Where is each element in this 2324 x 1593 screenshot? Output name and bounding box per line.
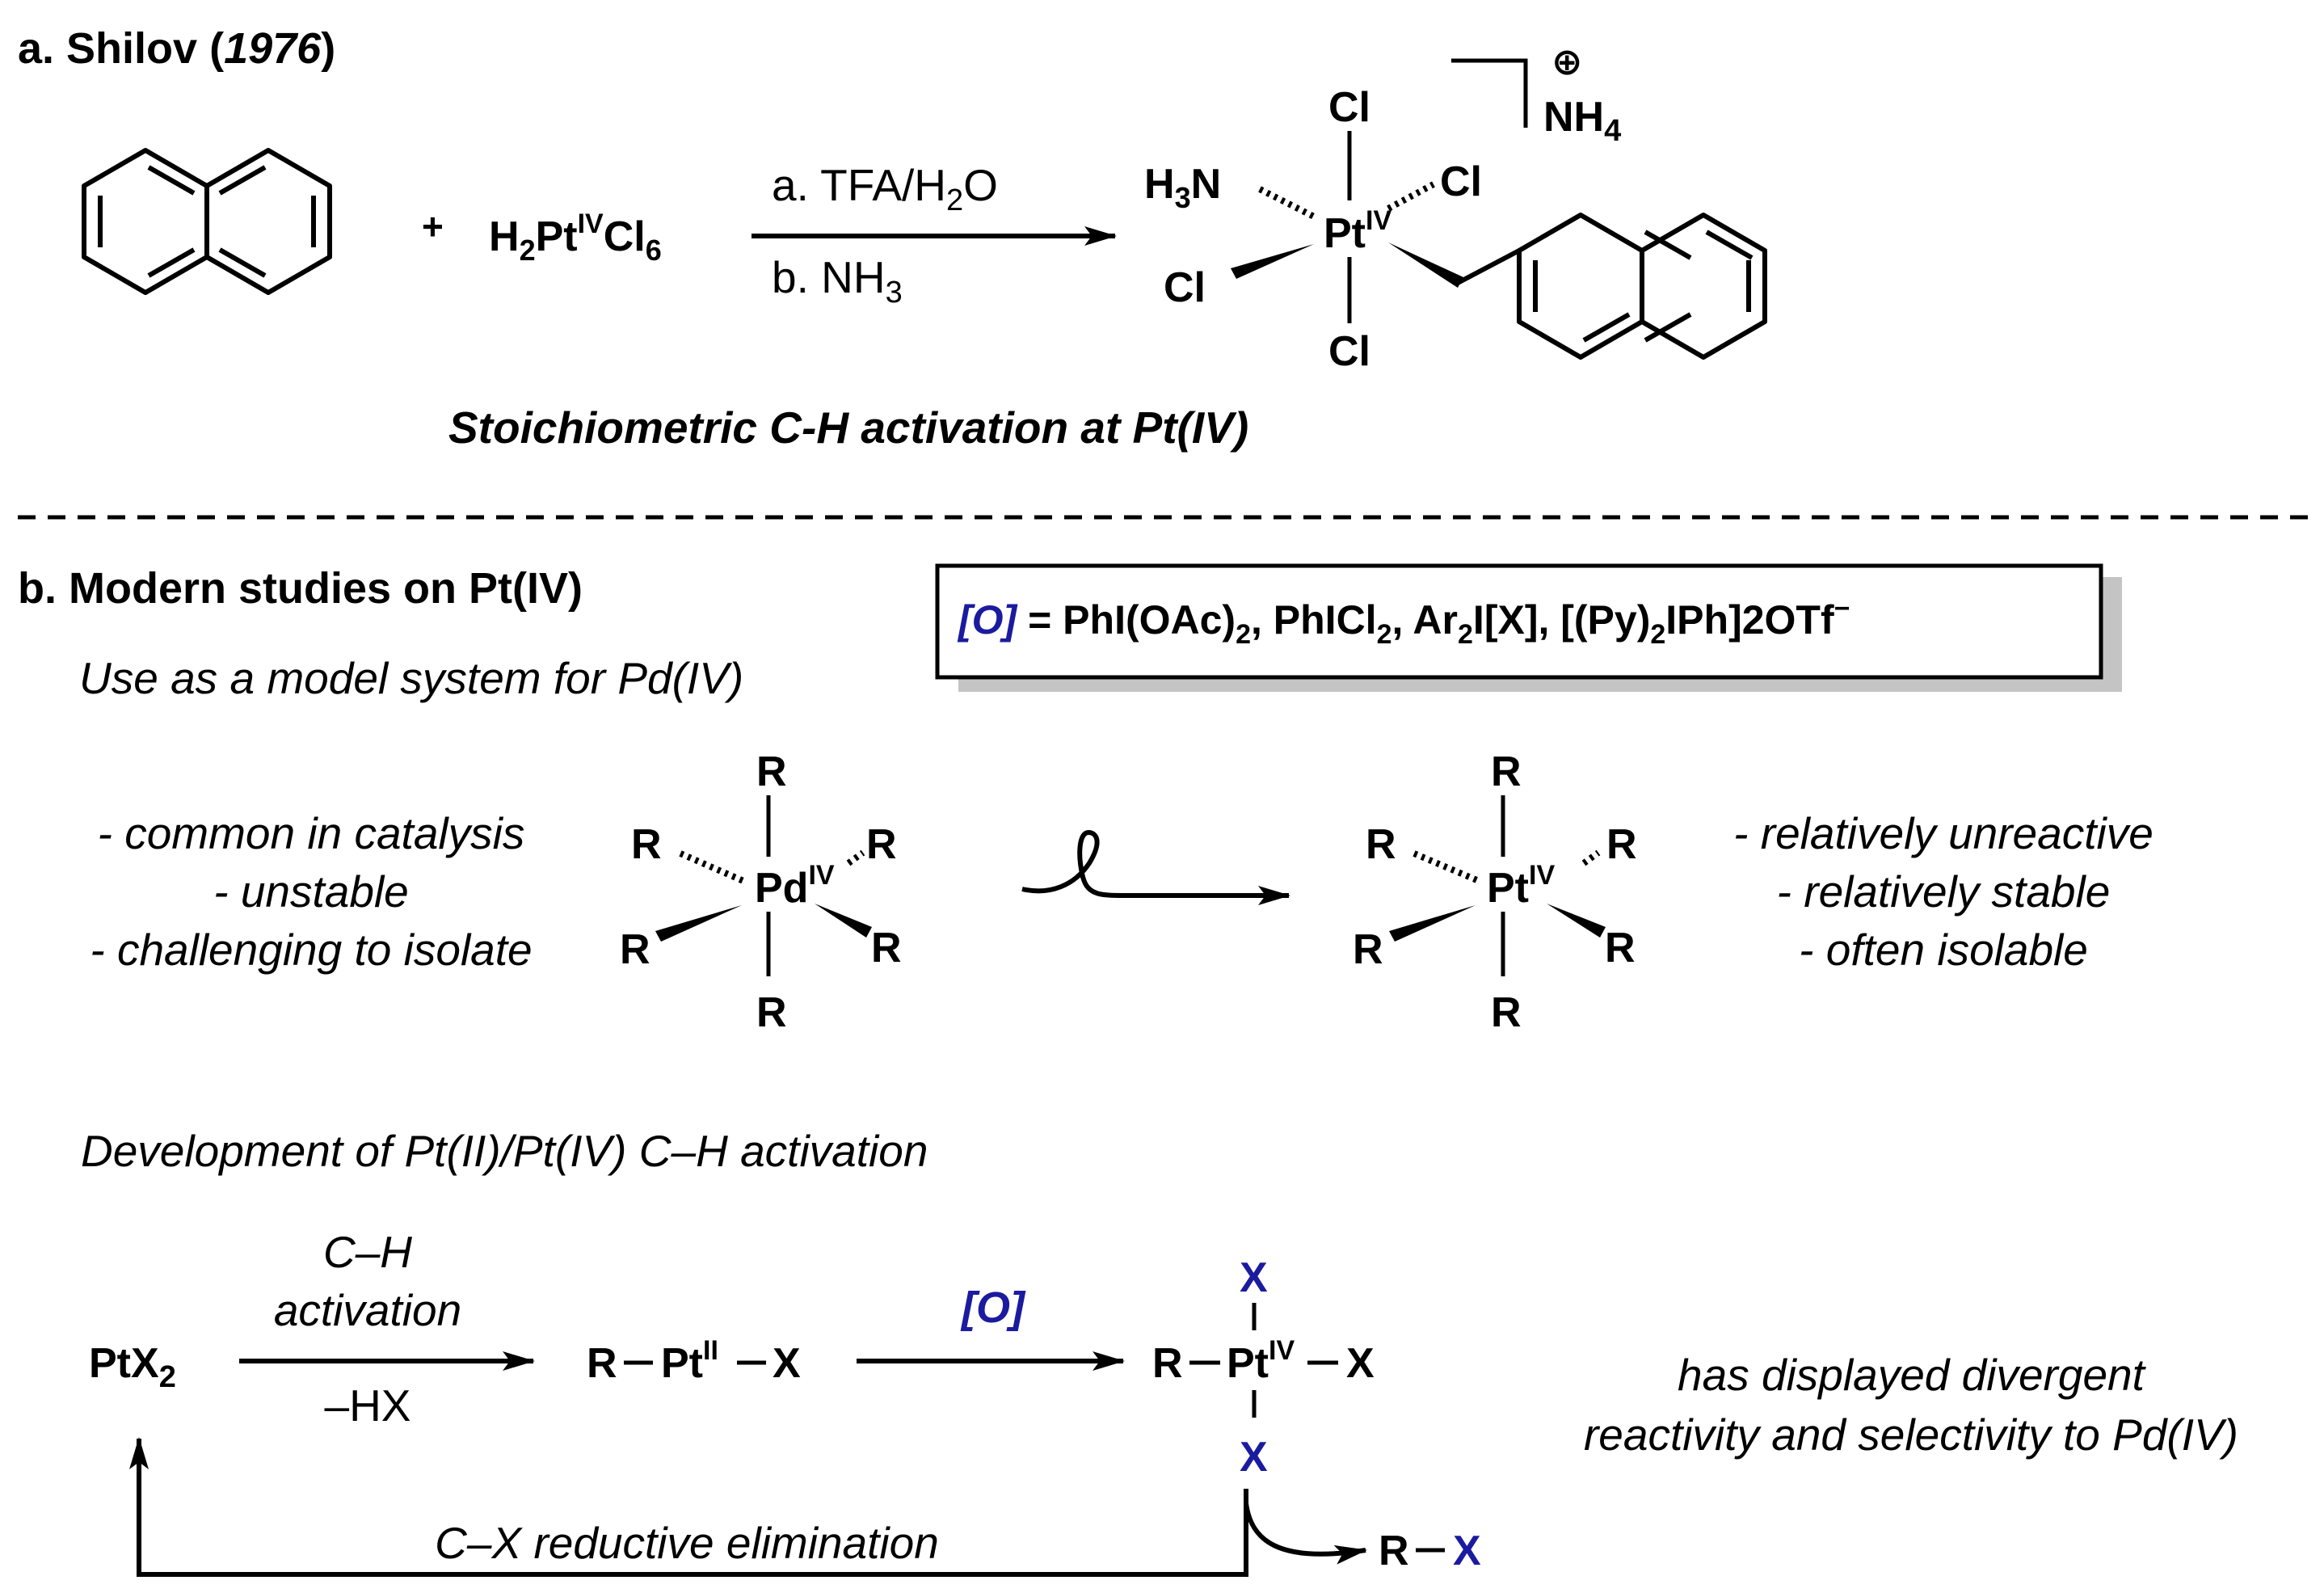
pd-center: PdIV — [755, 860, 835, 912]
pd-note-2: - unstable — [213, 866, 409, 917]
cl-ligand-left: Cl — [1164, 264, 1206, 311]
pt-ligand-upper-right: R — [1606, 821, 1637, 868]
section-b-title: b. Modern studies on Pt(IV) — [18, 564, 583, 613]
development-subtitle: Development of Pt(II)/Pt(IV) C–H activat… — [81, 1126, 928, 1176]
naphthalene-structure — [82, 148, 332, 295]
pt2-r-group: R — [587, 1340, 617, 1387]
model-system-subtitle: Use as a model system for Pd(IV) — [79, 653, 743, 703]
pd-ligand-top: R — [756, 748, 787, 795]
pd-note-3: - challenging to isolate — [90, 925, 532, 975]
reductive-elimination-path — [129, 1437, 1248, 1577]
pd-note-1: - common in catalysis — [98, 808, 525, 858]
complex-bracket — [1451, 58, 1528, 128]
pt-ii-intermediate: R PtII X — [587, 1335, 801, 1387]
pd-ligand-lower-right: R — [871, 925, 902, 971]
section-b: b. Modern studies on Pt(IV) [O] = PhI(OA… — [18, 563, 2238, 1577]
cl-ligand-right: Cl — [1440, 158, 1482, 205]
oxidant-definition: [O] = PhI(OAc)2, PhICl2, Ar2I[X], [(Py)2… — [957, 593, 1850, 650]
model-relationship-arrow — [1021, 829, 1290, 905]
divergence-note-1: has displayed divergent — [1678, 1350, 2147, 1400]
oxidant-definition-box — [935, 563, 2103, 680]
cl-ligand-bottom: Cl — [1328, 328, 1370, 375]
pd-ligand-upper-left: R — [631, 821, 662, 868]
pt-iv-complex: R R R R R R PtIV — [1353, 748, 1637, 1036]
pt-note-1: - relatively unreactive — [1733, 808, 2153, 858]
product-release-arrow — [1244, 1502, 1367, 1565]
pd-ligand-upper-right: R — [866, 821, 897, 868]
pt4-r-group: R — [1152, 1340, 1183, 1387]
positive-charge: ⊕ — [1551, 40, 1583, 82]
pt-note-3: - often isolable — [1799, 925, 2088, 975]
condition-a: a. TFA/H2O — [772, 160, 998, 217]
pt-ligand-bottom: R — [1491, 989, 1522, 1036]
pd-ligand-bottom: R — [756, 989, 787, 1036]
h3n-ligand: H3N — [1144, 161, 1221, 214]
reagent-h2ptcl6: H2PtIVCl6 — [489, 209, 662, 267]
pt4-x-bottom: X — [1240, 1434, 1268, 1481]
product-x: X — [1453, 1528, 1481, 1574]
pt-ligand-upper-left: R — [1366, 821, 1396, 868]
plus-sign: + — [422, 205, 444, 247]
minus-hx-label: –HX — [325, 1380, 411, 1431]
pt-ligand-lower-left: R — [1353, 926, 1383, 973]
pt4-metal: PtIV — [1227, 1335, 1295, 1387]
pt4-x-right: X — [1346, 1340, 1375, 1387]
pt-note-2: - relatively stable — [1777, 866, 2111, 917]
pt-ligand-top: R — [1491, 748, 1522, 795]
ammonium-counterion: NH4 — [1543, 94, 1621, 148]
pt4-x-top: X — [1240, 1254, 1268, 1301]
pt2-metal: PtII — [661, 1335, 718, 1387]
activation-label: activation — [274, 1285, 461, 1335]
catalytic-cycle: PtX2 C–H activation –HX R PtII X [O] R P… — [89, 1227, 2238, 1577]
pt-center-a: PtIV — [1324, 205, 1391, 257]
reductive-elimination-label: C–X reductive elimination — [435, 1518, 939, 1568]
condition-b: b. NH3 — [772, 252, 903, 310]
pt2-x-group: X — [773, 1340, 801, 1387]
pt-center-b: PtIV — [1487, 860, 1555, 912]
pt-iv-intermediate: R PtIV X X X — [1152, 1254, 1375, 1481]
ch-label: C–H — [323, 1227, 412, 1277]
section-a-title: a. Shilov (1976) — [18, 24, 335, 73]
oxidant-label: [O] — [960, 1283, 1026, 1332]
cl-ligand-top: Cl — [1328, 84, 1370, 131]
pd-ligand-lower-left: R — [620, 926, 650, 973]
ptx2-species: PtX2 — [89, 1340, 176, 1394]
pt-naphthyl-complex: H3N Cl Cl Cl Cl PtIV ⊕ NH4 — [1144, 40, 1767, 375]
pt-ligand-lower-right: R — [1605, 925, 1636, 971]
section-a: a. Shilov (1976) + H2PtIVCl6 a. TFA/H2O … — [18, 24, 1767, 453]
section-a-caption: Stoichiometric C-H activation at Pt(IV) — [448, 402, 1248, 453]
pd-iv-complex: R R R R R R PdIV — [620, 748, 902, 1036]
divergence-note-2: reactivity and selectivity to Pd(IV) — [1584, 1410, 2238, 1460]
product-r: R — [1379, 1528, 1409, 1574]
r-x-product: R X — [1379, 1528, 1481, 1574]
